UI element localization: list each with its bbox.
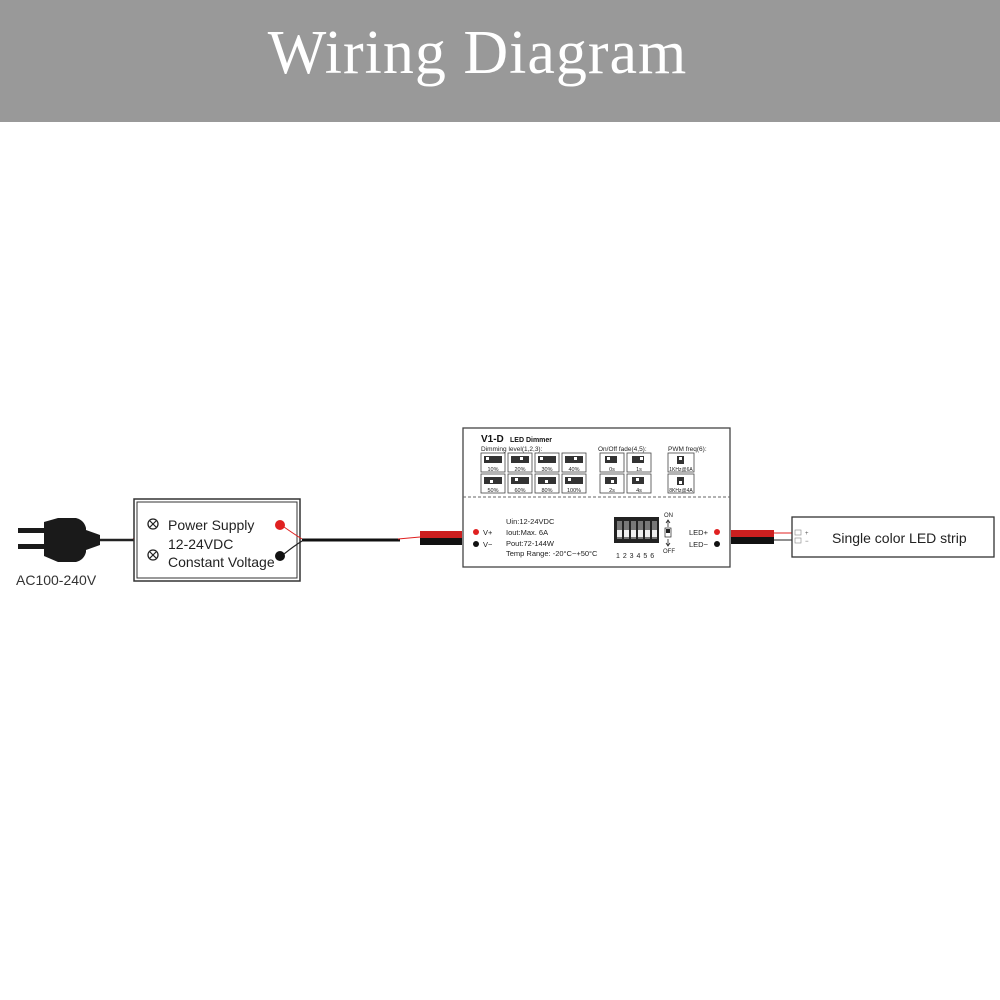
ac-plug-icon	[18, 518, 100, 562]
dimming-level-grid	[480, 452, 587, 494]
input-minus-label: V−	[483, 540, 493, 549]
fade-0s: 0s	[609, 467, 615, 473]
led-strip-plus-label: +	[805, 531, 809, 537]
input-minus-terminal-icon	[473, 541, 479, 547]
dc-cable	[302, 531, 462, 545]
dimmer-model: V1-D	[481, 434, 504, 445]
dimming-level-100: 100%	[567, 488, 581, 494]
dimming-level-50: 50%	[487, 488, 498, 494]
dimming-level-40: 40%	[568, 467, 579, 473]
output-plus-label: LED+	[689, 528, 709, 537]
ac-voltage-label: AC100-240V	[16, 572, 97, 588]
pwm-grid	[667, 452, 695, 494]
page-title: Wiring Diagram	[267, 19, 688, 87]
led-strip-label: Single color LED strip	[832, 530, 967, 546]
power-supply	[133, 498, 301, 582]
dip-switch-on-label: ON	[664, 513, 673, 519]
dimming-level-30: 30%	[541, 467, 552, 473]
led-dimmer	[462, 427, 731, 568]
pwm-8khz: 8KHz@4A	[669, 488, 693, 494]
input-plus-terminal-icon	[473, 529, 479, 535]
led-output-cable	[731, 530, 794, 544]
output-minus-terminal-icon	[714, 541, 720, 547]
fade-grid	[599, 452, 652, 494]
led-strip	[791, 516, 995, 558]
spec-pout: Pout:72-144W	[506, 539, 555, 548]
output-plus-terminal-icon	[714, 529, 720, 535]
input-plus-label: V+	[483, 528, 493, 537]
dimming-level-20: 20%	[514, 467, 525, 473]
dip-switch-numbers: 1 2 3 4 5 6	[616, 553, 655, 560]
power-supply-output-terminals	[275, 520, 303, 561]
spec-uin: Uin:12-24VDC	[506, 517, 555, 526]
dimming-level-title: Dimming level(1,2,3):	[481, 446, 543, 453]
power-supply-voltage: 12-24VDC	[168, 536, 233, 552]
dip-switch-off-label: OFF	[663, 549, 675, 555]
fade-1s: 1s	[636, 467, 642, 473]
power-supply-title: Power Supply	[168, 517, 254, 533]
dimming-level-10: 10%	[487, 467, 498, 473]
spec-temp: Temp Range: -20°C~+50°C	[506, 549, 598, 558]
output-minus-label: LED−	[689, 540, 709, 549]
led-strip-minus-label: −	[805, 539, 809, 545]
power-supply-input-terminal-icon	[147, 518, 159, 561]
dimming-level-60: 60%	[514, 488, 525, 494]
dip-switch	[614, 517, 659, 543]
pwm-title: PWM freq(6):	[668, 446, 707, 453]
power-supply-type: Constant Voltage	[168, 554, 275, 570]
fade-2s: 2s	[609, 488, 615, 494]
fade-title: On/Off fade(4,5):	[598, 446, 647, 453]
dimmer-name: LED Dimmer	[510, 437, 552, 444]
wiring-diagram: AC100-240V Power Supply 12-24VDC Constan…	[16, 427, 995, 588]
pwm-1khz: 1KHz@6A	[669, 467, 693, 473]
fade-4s: 4s	[636, 488, 642, 494]
header-bar: Wiring Diagram	[0, 0, 1000, 122]
dip-switch-direction-icon	[664, 519, 672, 547]
dimming-level-80: 80%	[541, 488, 552, 494]
spec-iout: Iout:Max. 6A	[506, 528, 548, 537]
